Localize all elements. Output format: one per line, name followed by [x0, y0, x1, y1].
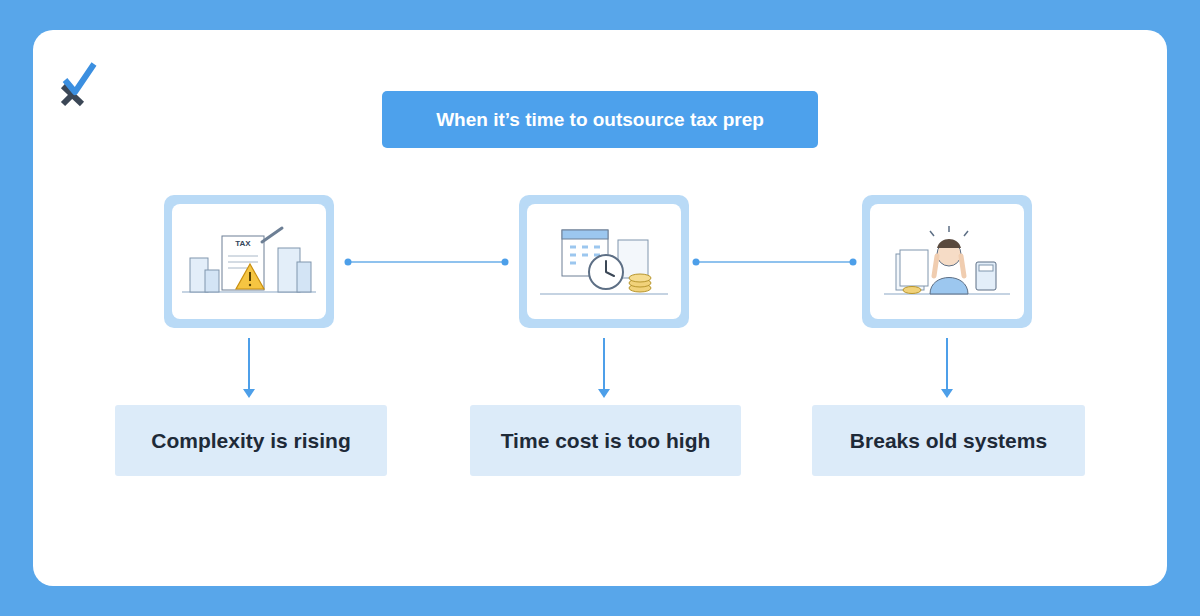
logo-x-stroke: [63, 95, 72, 104]
person-arms: [934, 256, 964, 276]
clock-hands: [606, 261, 614, 276]
person-hair: [937, 239, 961, 248]
card: [33, 30, 1167, 586]
clock-icon: [589, 255, 623, 289]
document-line: [228, 256, 258, 257]
title-pill: When it’s time to outsource tax prep: [382, 91, 818, 148]
link-line: [696, 261, 853, 263]
link-dot: [850, 259, 857, 266]
icon-inner: [172, 204, 326, 319]
link-dot: [693, 259, 700, 266]
calculator-screen: [979, 265, 993, 271]
label-box: Breaks old systems: [812, 405, 1085, 476]
warning-triangle: [236, 264, 264, 289]
icon-frame: [862, 195, 1032, 328]
ground-line: [540, 293, 668, 295]
person-body: [930, 278, 968, 295]
down-arrow: [946, 338, 948, 390]
document-line: [228, 268, 250, 269]
icon-frame: [164, 195, 334, 328]
logo-check: [65, 64, 94, 92]
warning-mark: [249, 272, 251, 281]
link-line: [348, 261, 505, 263]
building-icon: [297, 262, 311, 292]
calculator-icon: [976, 262, 996, 290]
paper-stack: [900, 250, 928, 286]
icon-inner: [527, 204, 681, 319]
label-text: Time cost is too high: [501, 428, 711, 453]
stress-marks: [930, 226, 968, 236]
tax-document: [222, 236, 264, 290]
label-text: Complexity is rising: [151, 428, 351, 453]
down-arrow: [603, 338, 605, 390]
document-line: [228, 262, 258, 263]
pen-icon: [262, 228, 282, 242]
icon-label: TAX: [222, 239, 264, 248]
icon-inner: [870, 204, 1024, 319]
down-arrow: [248, 338, 250, 390]
coin-icon: [903, 287, 921, 294]
icon-frame: [519, 195, 689, 328]
building-icon: [205, 270, 219, 292]
label-box: Time cost is too high: [470, 405, 741, 476]
label-box: Complexity is rising: [115, 405, 387, 476]
label-text: Breaks old systems: [850, 428, 1047, 453]
link-dot: [345, 259, 352, 266]
calendar-band: [562, 230, 608, 239]
arrow-head: [941, 389, 953, 398]
link-dot: [502, 259, 509, 266]
arrow-head: [243, 389, 255, 398]
warning-mark: [249, 284, 251, 286]
coin-icon: [629, 274, 651, 282]
arrow-head: [598, 389, 610, 398]
